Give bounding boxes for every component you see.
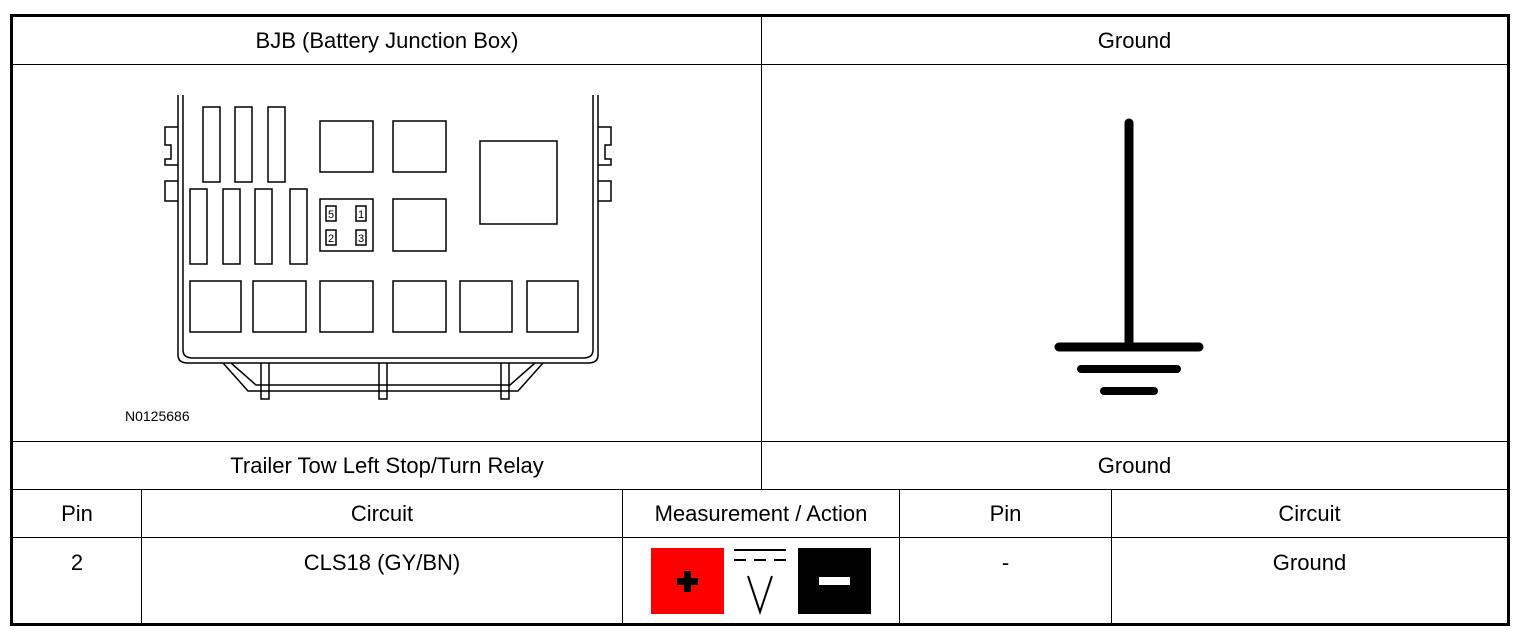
left-component-name: Trailer Tow Left Stop/Turn Relay <box>230 452 544 478</box>
terminal-label-1: 1 <box>358 209 364 221</box>
ground-symbol-icon <box>762 65 1507 441</box>
circuit-a-value: CLS18 (GY/BN) <box>303 550 461 575</box>
right-component-name: Ground <box>1097 452 1172 478</box>
col-header-circuit-a: Circuit <box>350 500 414 526</box>
positive-probe-icon <box>651 548 724 614</box>
col-header-measurement: Measurement / Action <box>654 500 868 526</box>
right-connector-header: Ground <box>1097 27 1172 53</box>
terminal-label-2: 2 <box>328 233 334 245</box>
image-code: N0125686 <box>125 408 190 424</box>
terminal-label-5: 5 <box>328 209 334 221</box>
test-table: BJB (Battery Junction Box) Ground <box>10 14 1510 626</box>
pin-b-value: - <box>1001 550 1010 575</box>
negative-probe-icon <box>798 548 871 614</box>
terminal-label-3: 3 <box>358 233 364 245</box>
col-header-pin-b: Pin <box>989 500 1022 526</box>
pin-a-value: 2 <box>70 550 84 575</box>
col-header-circuit-b: Circuit <box>1278 500 1341 526</box>
col-header-pin-a: Pin <box>61 500 93 526</box>
left-connector-header: BJB (Battery Junction Box) <box>255 27 519 53</box>
dc-voltage-icon <box>734 549 786 616</box>
bjb-diagram: 5 1 2 3 N0125686 <box>13 65 761 441</box>
measurement-cell <box>623 538 899 623</box>
circuit-b-value: Ground <box>1272 550 1347 575</box>
